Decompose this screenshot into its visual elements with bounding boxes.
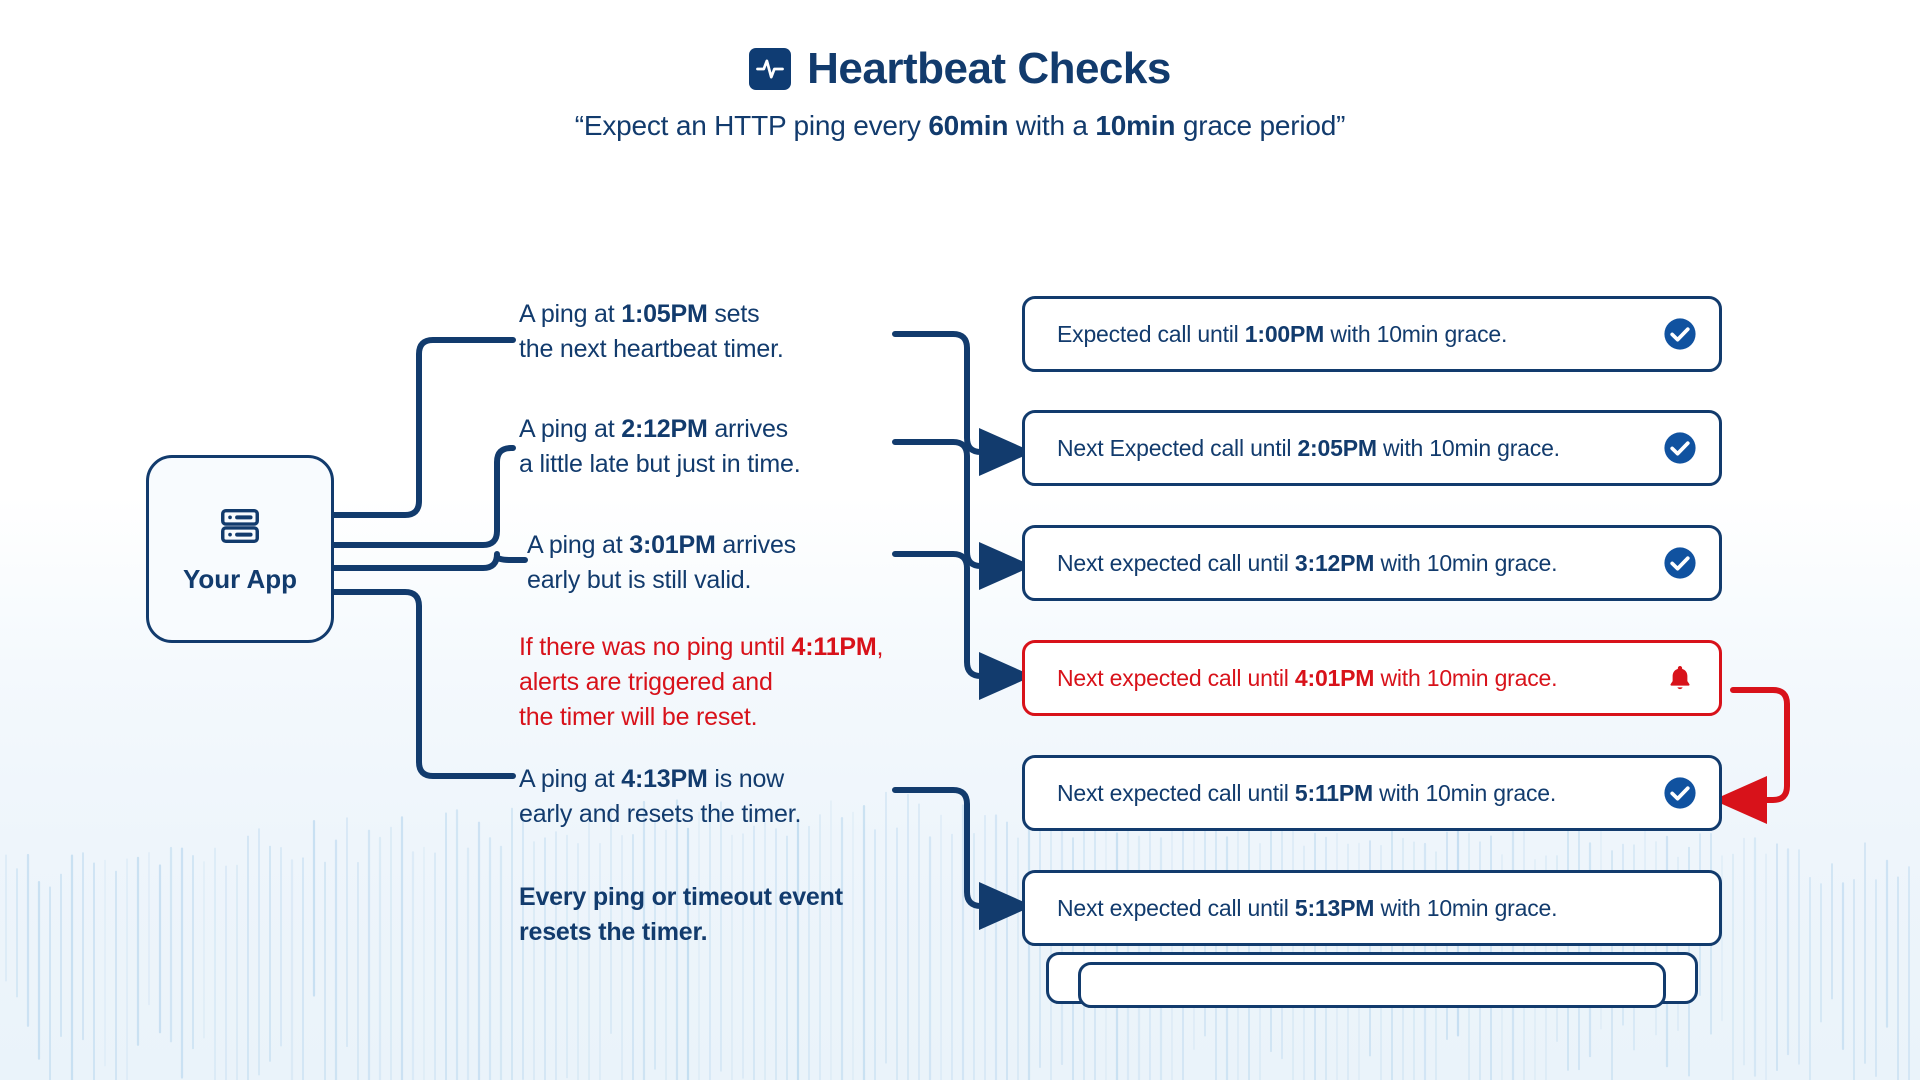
status-card-6[interactable]: Next expected call until 5:13PM with 10m… [1022, 870, 1722, 946]
status-card-3[interactable]: Next expected call until 3:12PM with 10m… [1022, 525, 1722, 601]
check-circle-icon [1663, 776, 1697, 810]
source-node-label: Your App [182, 564, 298, 594]
check-circle-icon [1663, 546, 1697, 580]
step-label-4-alert: If there was no ping until 4:11PM,alerts… [519, 633, 884, 731]
status-card-5[interactable]: Next expected call until 5:11PM with 10m… [1022, 755, 1722, 831]
card-badge-placeholder [1663, 891, 1697, 925]
status-card-2[interactable]: Next Expected call until 2:05PM with 10m… [1022, 410, 1722, 486]
title-row: Heartbeat Checks [0, 44, 1920, 94]
status-card-2-text: Next Expected call until 2:05PM with 10m… [1057, 434, 1560, 461]
source-node-your-app[interactable]: Your App [146, 455, 334, 643]
bell-alert-icon [1663, 661, 1697, 695]
page-title: Heartbeat Checks [807, 44, 1171, 93]
status-card-4-alert[interactable]: Next expected call until 4:01PM with 10m… [1022, 640, 1722, 716]
status-card-1[interactable]: Expected call until 1:00PM with 10min gr… [1022, 296, 1722, 372]
status-card-5-text: Next expected call until 5:11PM with 10m… [1057, 779, 1557, 806]
check-circle-icon [1663, 431, 1697, 465]
ghost-card-2 [1078, 962, 1666, 1008]
status-card-4-text: Next expected call until 4:01PM with 10m… [1057, 664, 1558, 691]
page-subtitle: “Expect an HTTP ping every 60min with a … [574, 110, 1346, 141]
status-card-3-text: Next expected call until 3:12PM with 10m… [1057, 549, 1558, 576]
status-card-1-text: Expected call until 1:00PM with 10min gr… [1057, 320, 1508, 347]
server-rack-icon [217, 503, 263, 554]
heartbeat-pulse-icon [749, 48, 792, 90]
header: Heartbeat Checks “Expect an HTTP ping ev… [0, 0, 1920, 142]
status-card-6-text: Next expected call until 5:13PM with 10m… [1057, 894, 1558, 921]
check-circle-icon [1663, 317, 1697, 351]
